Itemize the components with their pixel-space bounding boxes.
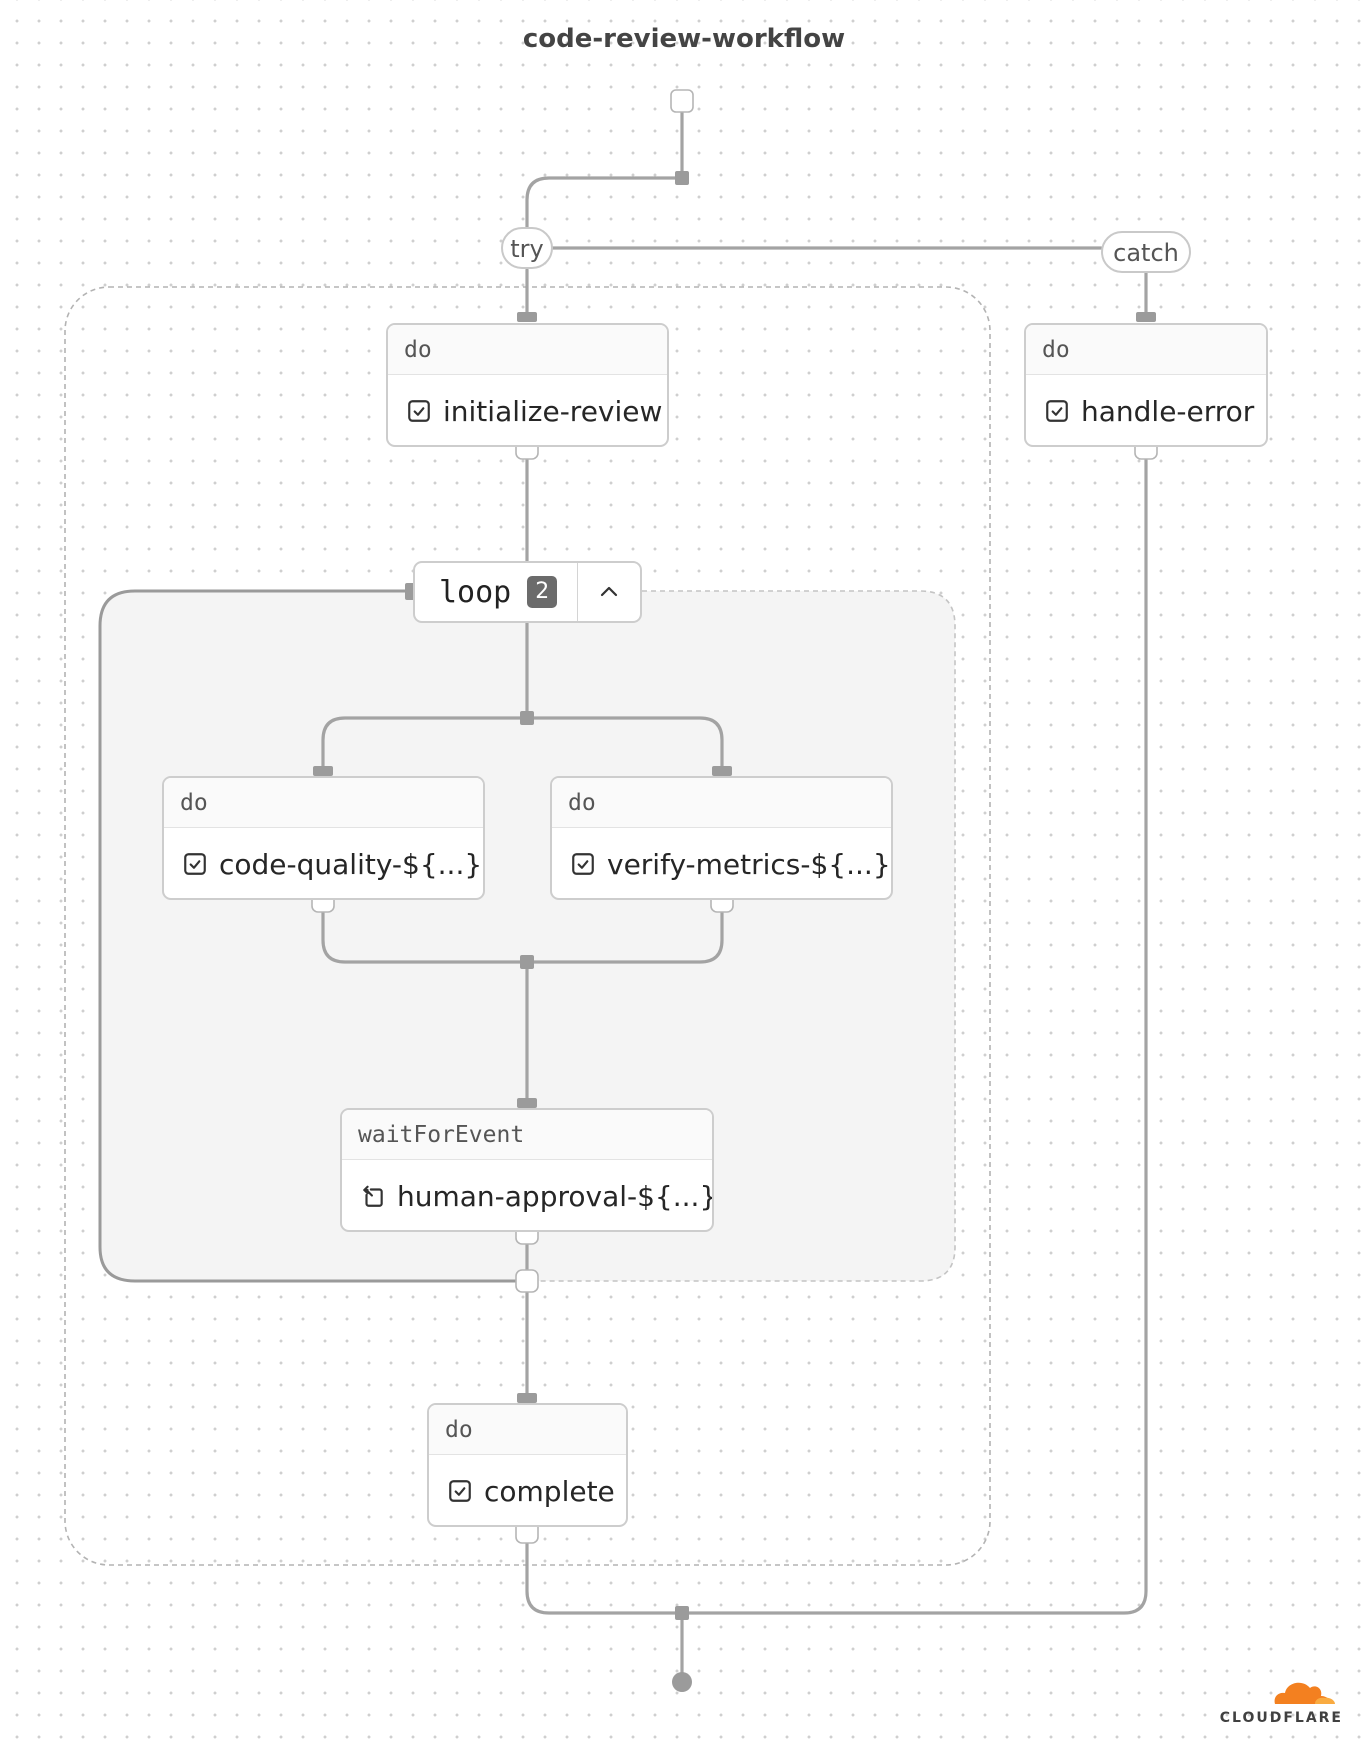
loop-collapse-button[interactable]	[578, 563, 640, 621]
node-type-label: do	[552, 778, 891, 828]
wire-to-try	[525, 176, 684, 232]
node-verify-metrics[interactable]: do verify-metrics-${...}	[550, 776, 893, 900]
join-junction	[520, 955, 534, 969]
node-type-label: do	[388, 325, 667, 375]
loop-header[interactable]: loop 2	[413, 561, 642, 623]
node-name-label: complete	[484, 1474, 615, 1508]
node-code-quality[interactable]: do code-quality-${...}	[162, 776, 485, 900]
loop-container-fill	[100, 591, 955, 1281]
cloudflare-wordmark: CLOUDFLARE	[1219, 1710, 1343, 1726]
wire-fork	[321, 716, 529, 776]
checkbox-icon	[449, 1480, 471, 1502]
node-name-label: code-quality-${...}	[219, 847, 483, 881]
wire-complete-merge	[525, 458, 1148, 1615]
fork-junction	[520, 711, 534, 725]
node-name-label: initialize-review	[443, 394, 663, 428]
node-name-label: handle-error	[1081, 394, 1255, 428]
try-branch-label: try	[501, 227, 553, 269]
checkbox-icon	[408, 400, 430, 422]
node-complete[interactable]: do complete	[427, 1403, 628, 1527]
loop-label: loop	[439, 574, 512, 610]
wire-join-left	[321, 910, 529, 964]
cloud-icon	[1274, 1682, 1335, 1704]
node-type-label: do	[1026, 325, 1266, 375]
split-junction	[675, 171, 689, 185]
handle-error-input-port	[1136, 312, 1156, 322]
checkbox-icon	[1046, 400, 1068, 422]
merge-junction	[675, 1606, 689, 1620]
cloudflare-logo: CLOUDFLARE	[1207, 1670, 1347, 1730]
node-initialize-review[interactable]: do initialize-review	[386, 323, 669, 447]
checkbox-icon	[184, 853, 206, 875]
node-name-label: human-approval-${...}	[397, 1179, 714, 1213]
node-name-label: verify-metrics-${...}	[607, 847, 891, 881]
wait-event-icon	[363, 1185, 383, 1207]
init-input-port	[517, 312, 537, 322]
loop-left-port	[405, 583, 415, 600]
loop-divider	[577, 563, 579, 621]
checkbox-icon	[572, 853, 594, 875]
loop-container-dashed-border	[527, 590, 956, 1282]
start-node	[670, 89, 694, 113]
complete-input-port	[517, 1393, 537, 1403]
wire-fork-right	[525, 716, 724, 776]
loop-output-port	[515, 1269, 539, 1293]
catch-branch-label: catch	[1101, 231, 1191, 273]
node-type-label: waitForEvent	[342, 1110, 712, 1160]
workflow-title: code-review-workflow	[522, 24, 846, 54]
verify-metrics-input-port	[712, 766, 732, 776]
code-quality-input-port	[313, 766, 333, 776]
chevron-up-icon	[601, 586, 618, 597]
loop-count-badge: 2	[527, 576, 558, 608]
node-handle-error[interactable]: do handle-error	[1024, 323, 1268, 447]
loop-container-solid-border	[98, 589, 527, 1283]
end-node	[672, 1672, 692, 1692]
wire-join-right	[525, 910, 724, 964]
node-type-label: do	[429, 1405, 626, 1455]
approval-input-port	[517, 1098, 537, 1108]
node-type-label: do	[164, 778, 483, 828]
node-human-approval[interactable]: waitForEvent human-approval-${...}	[340, 1108, 714, 1232]
